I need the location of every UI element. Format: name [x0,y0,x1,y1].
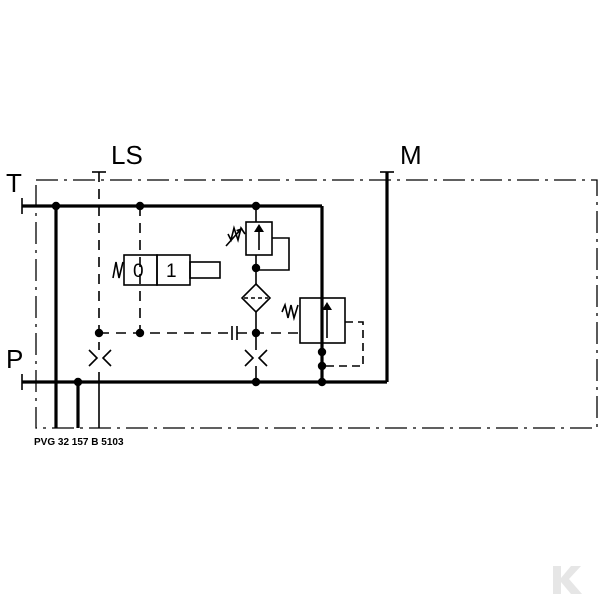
ls-port-line [92,171,106,428]
filter-icon [240,282,272,314]
valve-position-1: 1 [166,261,177,282]
valve-position-0: 0 [133,261,144,282]
port-label-ls: LS [111,140,143,170]
pilot-line [99,206,302,340]
solenoid-valve: 0 1 [112,254,221,286]
port-label-m: M [400,140,422,170]
orifice-center [244,349,268,367]
enclosure-outline [35,179,598,429]
brand-logo-icon [553,566,582,594]
relief-valve-right [281,297,364,367]
port-label-t: T [6,168,22,198]
tank-line [21,198,324,428]
junction-dots [51,201,327,387]
part-code: PVG 32 157 B 5103 [34,437,124,448]
reducing-valve-upper [225,221,290,271]
orifice-left [88,349,112,367]
port-label-p: P [6,344,23,374]
m-port-line [380,171,394,382]
